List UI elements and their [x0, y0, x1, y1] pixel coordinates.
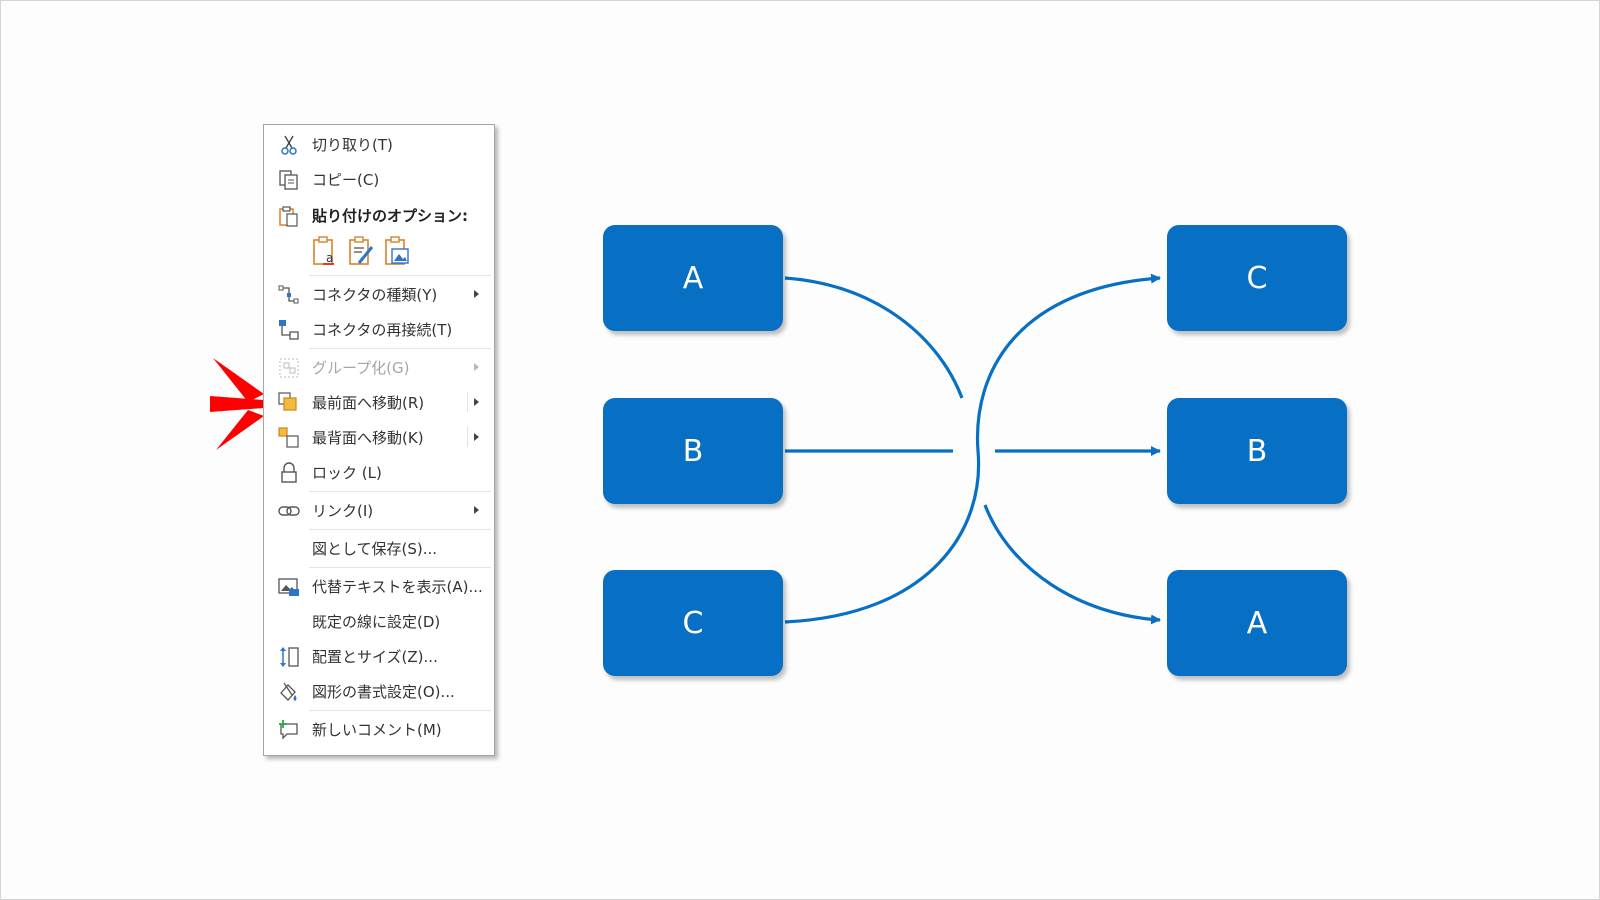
menu-item-save-as-picture[interactable]: 図として保存(S)... [264, 532, 494, 564]
menu-item-cut[interactable]: 切り取り(T) [264, 128, 494, 160]
alt-text-icon [278, 578, 299, 596]
left-box-b[interactable]: B [603, 398, 783, 504]
split-divider [467, 392, 468, 412]
new-comment-icon [279, 720, 298, 740]
menu-item-bring-to-front[interactable]: 最前面へ移動(R) [264, 386, 494, 418]
menu-item-group: グループ化(G) [264, 351, 494, 383]
menu-item-format-shape[interactable]: 図形の書式設定(O)... [264, 675, 494, 707]
link-icon [278, 506, 300, 516]
menu-item-label: 配置とサイズ(Z)... [312, 648, 438, 666]
menu-item-label: ロック (L) [312, 464, 382, 482]
menu-item-connector-type[interactable]: コネクタの種類(Y) [264, 278, 494, 310]
copy-icon [279, 170, 298, 190]
menu-item-size-position[interactable]: 配置とサイズ(Z)... [264, 640, 494, 672]
submenu-arrow-icon[interactable] [474, 398, 479, 406]
menu-item-link[interactable]: リンク(I) [264, 494, 494, 526]
left-box-c[interactable]: C [603, 570, 783, 676]
menu-separator [309, 275, 491, 276]
svg-text:a: a [326, 251, 333, 265]
menu-separator [309, 529, 491, 530]
menu-item-label: コネクタの再接続(T) [312, 321, 453, 339]
connector-type-icon [278, 285, 299, 304]
right-box-c[interactable]: C [1167, 225, 1347, 331]
connector-a-to-a-lower[interactable] [983, 504, 1161, 625]
menu-item-alt-text[interactable]: 代替テキストを表示(A)... [264, 570, 494, 602]
menu-item-label: 最背面へ移動(K) [312, 429, 424, 447]
lock-icon [281, 462, 297, 483]
menu-separator [309, 491, 491, 492]
highlight-burst-icon [210, 358, 264, 450]
right-box-b[interactable]: B [1167, 398, 1347, 504]
menu-separator [309, 348, 491, 349]
menu-header-paste-options: 貼り付けのオプション: [264, 199, 494, 231]
group-icon [279, 358, 299, 378]
scissors-icon [281, 135, 297, 155]
format-shape-icon [280, 682, 297, 701]
menu-item-new-comment[interactable]: 新しいコメント(M) [264, 713, 494, 745]
menu-item-label: 貼り付けのオプション: [312, 207, 468, 225]
size-position-icon [280, 647, 299, 667]
menu-item-label: グループ化(G) [312, 359, 410, 377]
send-to-back-icon [278, 427, 299, 448]
submenu-arrow-icon [474, 363, 479, 371]
menu-separator [309, 567, 491, 568]
reroute-connector-icon [279, 320, 299, 340]
menu-item-label: 新しいコメント(M) [312, 721, 442, 739]
paste-picture-icon[interactable] [383, 235, 411, 267]
menu-item-label: 既定の線に設定(D) [312, 613, 441, 631]
menu-item-lock[interactable]: ロック (L) [264, 456, 494, 488]
menu-item-send-to-back[interactable]: 最背面へ移動(K) [264, 421, 494, 453]
menu-item-label: コネクタの種類(Y) [312, 286, 438, 304]
connector-a-to-a-upper[interactable] [784, 276, 964, 399]
menu-item-label: 最前面へ移動(R) [312, 394, 425, 412]
menu-item-label: 切り取り(T) [312, 136, 393, 154]
menu-item-set-default-line[interactable]: 既定の線に設定(D) [264, 605, 494, 637]
menu-item-copy[interactable]: コピー(C) [264, 163, 494, 195]
right-box-a[interactable]: A [1167, 570, 1347, 676]
left-box-a[interactable]: A [603, 225, 783, 331]
menu-item-reroute-connector[interactable]: コネクタの再接続(T) [264, 313, 494, 345]
bring-to-front-icon [278, 392, 297, 411]
menu-item-label: 代替テキストを表示(A)... [312, 578, 483, 596]
menu-item-label: 図として保存(S)... [312, 540, 438, 558]
submenu-arrow-icon [474, 506, 479, 514]
split-divider [467, 427, 468, 447]
submenu-arrow-icon[interactable] [474, 433, 479, 441]
paste-keep-formatting-icon[interactable] [347, 235, 375, 267]
paste-text-only-icon[interactable]: a [311, 235, 339, 267]
menu-separator [309, 710, 491, 711]
submenu-arrow-icon [474, 290, 479, 298]
connector-c-to-c[interactable] [784, 273, 1161, 624]
menu-item-label: 図形の書式設定(O)... [312, 683, 455, 701]
menu-item-label: コピー(C) [312, 171, 380, 189]
paste-icon [279, 206, 298, 227]
context-menu: 切り取り(T) コピー(C) 貼り付けのオプション: a [263, 124, 495, 756]
menu-item-label: リンク(I) [312, 502, 374, 520]
